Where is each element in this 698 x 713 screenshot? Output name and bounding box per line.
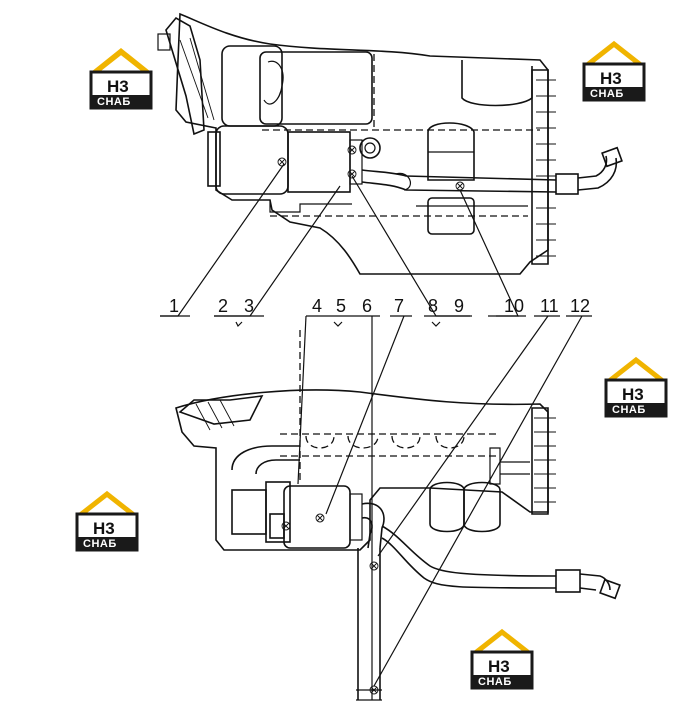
watermark-logo-5-top-text: H3 xyxy=(488,657,510,676)
lower-assembly-view xyxy=(175,330,621,701)
watermark-logo-5: H3 СНАБ xyxy=(470,628,534,690)
callout-1: 1 xyxy=(169,296,179,316)
watermark-logo-3-top-text: H3 xyxy=(622,385,644,404)
upper-assembly-view xyxy=(157,12,623,275)
callout-labels: 1 2 3 4 5 6 7 8 9 10 11 12 xyxy=(169,296,590,316)
watermark-logo-1-top-text: H3 xyxy=(107,77,129,96)
watermark-logo-3-bottom-text: СНАБ xyxy=(612,404,646,416)
callout-11: 11 xyxy=(540,296,559,316)
watermark-logo-4-top-text: H3 xyxy=(93,519,115,538)
callout-9: 9 xyxy=(454,296,464,316)
callout-8: 8 xyxy=(428,296,438,316)
callout-10: 10 xyxy=(504,296,524,316)
callout-3: 3 xyxy=(244,296,254,316)
callout-4: 4 xyxy=(312,296,322,316)
callout-2: 2 xyxy=(218,296,228,316)
watermark-logo-3: H3 СНАБ xyxy=(604,356,668,418)
callout-6: 6 xyxy=(362,296,372,316)
watermark-logo-2-top-text: H3 xyxy=(600,69,622,88)
watermark-logo-1-bottom-text: СНАБ xyxy=(97,96,131,108)
callout-5: 5 xyxy=(336,296,346,316)
callout-12: 12 xyxy=(570,296,590,316)
watermark-logo-4-bottom-text: СНАБ xyxy=(83,538,117,550)
cooling-fins-lower xyxy=(531,407,556,515)
cooling-fins-upper xyxy=(531,69,556,265)
watermark-logo-4: H3 СНАБ xyxy=(75,490,139,552)
watermark-logo-2: H3 СНАБ xyxy=(582,40,646,102)
watermark-logo-5-bottom-text: СНАБ xyxy=(478,676,512,688)
callout-underlines xyxy=(160,315,592,327)
watermark-logo-2-bottom-text: СНАБ xyxy=(590,88,624,100)
callout-7: 7 xyxy=(394,296,404,316)
leader-lines-lower xyxy=(297,315,583,700)
watermark-logo-1: H3 СНАБ xyxy=(89,48,153,110)
